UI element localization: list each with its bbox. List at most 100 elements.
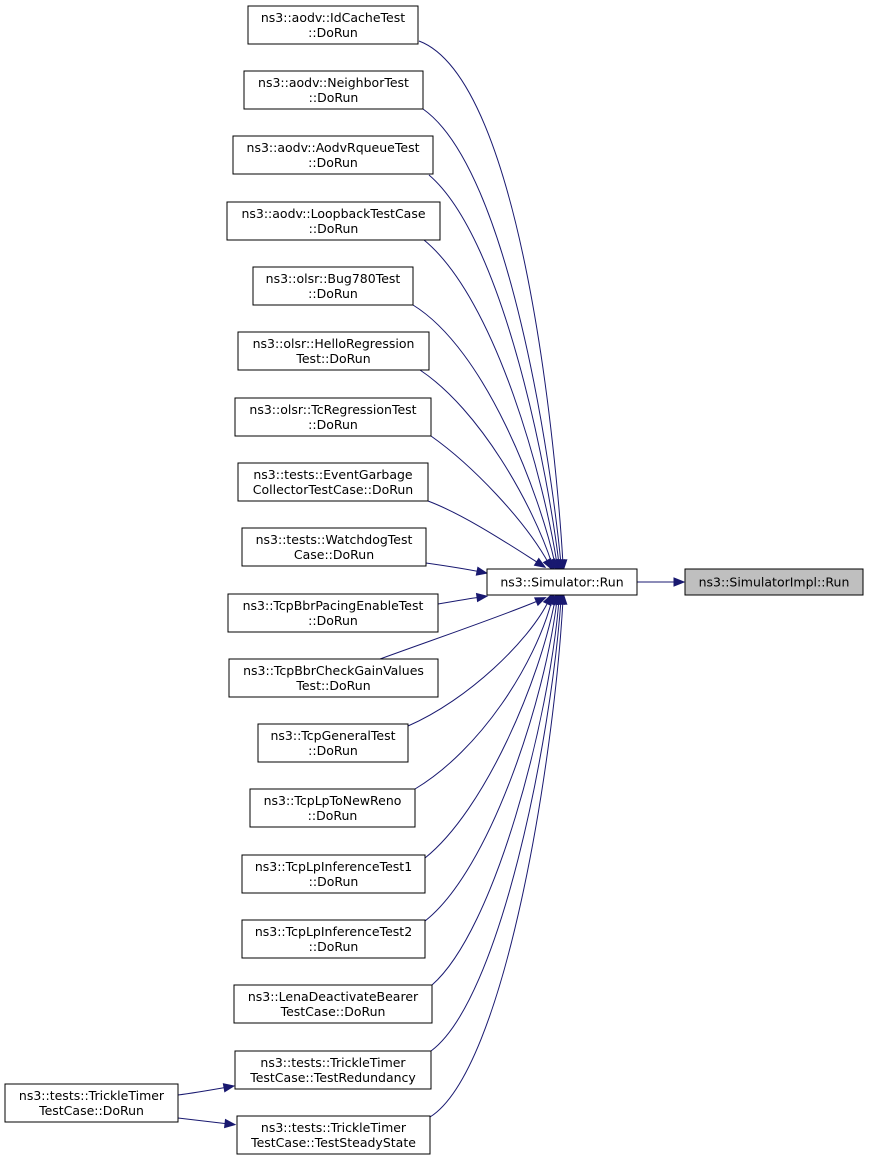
node-label-line: TestCase::TestRedundancy bbox=[249, 1070, 416, 1085]
edge-line bbox=[424, 599, 558, 922]
node-label-line: ns3::TcpBbrCheckGainValues bbox=[243, 663, 424, 678]
edge-line bbox=[424, 599, 556, 859]
node-label-line: ns3::olsr::HelloRegression bbox=[253, 336, 415, 351]
node-aodv-idcache[interactable]: ns3::aodv::IdCacheTest::DoRun bbox=[247, 5, 419, 45]
node-olsr-tc[interactable]: ns3::olsr::TcRegressionTest::DoRun bbox=[234, 397, 432, 437]
edge-tests_watchdog-to-simulator_run bbox=[425, 562, 489, 576]
node-label-line: ns3::tests::TrickleTimer bbox=[260, 1055, 406, 1070]
edge-line bbox=[412, 304, 556, 565]
node-label-line: ns3::TcpLpInferenceTest1 bbox=[255, 859, 412, 874]
edge-arrowhead bbox=[475, 592, 489, 603]
node-label-line: TestCase::DoRun bbox=[38, 1103, 144, 1118]
edge-trickle_dorun-to-trickle_redundancy bbox=[177, 1083, 236, 1096]
edge-lena_deactivate-to-simulator_run bbox=[431, 592, 564, 986]
node-tcp-lp-inf1[interactable]: ns3::TcpLpInferenceTest1::DoRun bbox=[241, 854, 426, 894]
node-tcp-lp-newreno[interactable]: ns3::TcpLpToNewReno::DoRun bbox=[249, 788, 416, 828]
node-aodv-neighbor[interactable]: ns3::aodv::NeighborTest::DoRun bbox=[243, 70, 424, 110]
node-aodv-rqueue[interactable]: ns3::aodv::AodvRqueueTest::DoRun bbox=[232, 135, 434, 175]
edge-line bbox=[437, 596, 482, 605]
node-label-line: Test::DoRun bbox=[295, 351, 370, 366]
edge-line bbox=[418, 40, 564, 565]
node-label-line: ::DoRun bbox=[309, 939, 359, 954]
node-box bbox=[241, 919, 426, 959]
node-label-line: ns3::aodv::AodvRqueueTest bbox=[247, 140, 420, 155]
edge-arrowhead bbox=[224, 1118, 237, 1129]
node-box bbox=[241, 527, 427, 567]
edge-aodv_neighbor-to-simulator_run bbox=[422, 108, 566, 572]
node-box bbox=[232, 135, 434, 175]
edge-line bbox=[177, 1086, 229, 1096]
node-label-line: ns3::aodv::NeighborTest bbox=[258, 75, 409, 90]
node-box bbox=[247, 5, 419, 45]
edge-tcp_lp_inf1-to-simulator_run bbox=[424, 592, 559, 859]
node-simulator-run[interactable]: ns3::Simulator::Run bbox=[486, 568, 638, 596]
node-label-line: ::DoRun bbox=[308, 25, 358, 40]
node-label-line: Test::DoRun bbox=[295, 678, 370, 693]
node-tcp-lp-inf2[interactable]: ns3::TcpLpInferenceTest2::DoRun bbox=[241, 919, 426, 959]
edge-line bbox=[428, 174, 560, 565]
edge-tests_eventgarbage-to-simulator_run bbox=[427, 500, 547, 568]
node-label-line: ns3::tests::TrickleTimer bbox=[261, 1120, 407, 1135]
node-label-line: ns3::Simulator::Run bbox=[500, 575, 623, 590]
node-olsr-bug780[interactable]: ns3::olsr::Bug780Test::DoRun bbox=[252, 266, 414, 306]
node-box bbox=[486, 568, 638, 596]
edge-line bbox=[429, 599, 564, 1118]
node-label-line: ns3::TcpLpToNewReno bbox=[264, 793, 402, 808]
edge-arrowhead bbox=[475, 566, 489, 576]
edge-arrowhead bbox=[558, 592, 568, 605]
node-simulatorimpl-run[interactable]: ns3::SimulatorImpl::Run bbox=[684, 568, 864, 596]
node-label-line: Case::DoRun bbox=[294, 547, 374, 562]
edge-line bbox=[430, 599, 562, 1052]
node-label-line: ::DoRun bbox=[308, 286, 358, 301]
edge-line bbox=[177, 1117, 230, 1125]
node-label-line: CollectorTestCase::DoRun bbox=[253, 482, 413, 497]
edge-tcp_bbr_gain-to-simulator_run bbox=[379, 597, 547, 660]
edge-arrowhead bbox=[542, 557, 553, 571]
node-box bbox=[236, 1115, 431, 1155]
node-trickle-redundancy[interactable]: ns3::tests::TrickleTimerTestCase::TestRe… bbox=[234, 1050, 432, 1090]
node-label-line: ns3::LenaDeactivateBearer bbox=[248, 989, 419, 1004]
edge-line bbox=[431, 599, 560, 986]
node-label-line: ns3::aodv::IdCacheTest bbox=[261, 10, 405, 25]
node-label-line: ns3::tests::WatchdogTest bbox=[256, 532, 413, 547]
node-label-line: ns3::TcpBbrPacingEnableTest bbox=[243, 598, 424, 613]
node-label-line: ns3::olsr::Bug780Test bbox=[266, 271, 401, 286]
node-label-line: ::DoRun bbox=[309, 874, 359, 889]
edges-layer bbox=[177, 40, 686, 1129]
edge-olsr_tc-to-simulator_run bbox=[430, 435, 553, 571]
edge-line bbox=[419, 369, 553, 565]
edge-trickle_steady-to-simulator_run bbox=[429, 592, 568, 1118]
node-label-line: ns3::olsr::TcRegressionTest bbox=[249, 402, 416, 417]
node-label-line: ::DoRun bbox=[308, 417, 358, 432]
node-tcp-bbr-pacing[interactable]: ns3::TcpBbrPacingEnableTest::DoRun bbox=[227, 593, 439, 633]
edge-arrowhead bbox=[533, 597, 547, 607]
node-trickle-steady[interactable]: ns3::tests::TrickleTimerTestCase::TestSt… bbox=[236, 1115, 431, 1155]
edge-arrowhead bbox=[222, 1083, 236, 1093]
node-box bbox=[249, 788, 416, 828]
node-tests-eventgarbage[interactable]: ns3::tests::EventGarbageCollectorTestCas… bbox=[237, 462, 429, 502]
node-label-line: TestCase::TestSteadyState bbox=[250, 1135, 416, 1150]
node-label-line: ns3::tests::EventGarbage bbox=[253, 467, 413, 482]
node-label-line: ::DoRun bbox=[309, 221, 359, 236]
node-box bbox=[227, 593, 439, 633]
node-label-line: ::DoRun bbox=[308, 808, 358, 823]
edge-trickle_dorun-to-trickle_steady bbox=[177, 1117, 237, 1129]
edge-trickle_redundancy-to-simulator_run bbox=[430, 592, 566, 1052]
edge-line bbox=[430, 435, 550, 565]
node-box bbox=[4, 1083, 179, 1123]
node-box bbox=[237, 331, 430, 371]
node-label-line: ns3::TcpGeneralTest bbox=[270, 728, 395, 743]
node-tcp-general[interactable]: ns3::TcpGeneralTest::DoRun bbox=[257, 723, 409, 763]
node-label-line: ::DoRun bbox=[308, 613, 358, 628]
node-label-line: ::DoRun bbox=[309, 90, 359, 105]
node-box bbox=[226, 201, 441, 241]
node-label-line: ::DoRun bbox=[308, 155, 358, 170]
node-aodv-loopback[interactable]: ns3::aodv::LoopbackTestCase::DoRun bbox=[226, 201, 441, 241]
edge-line bbox=[427, 500, 541, 565]
